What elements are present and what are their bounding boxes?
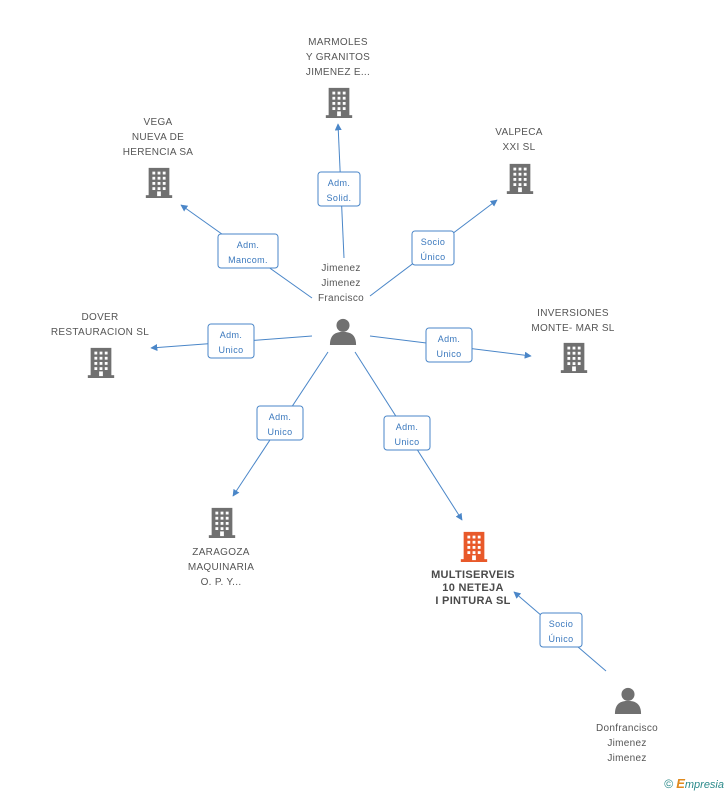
node-marmoles[interactable]: MARMOLES Y GRANITOS JIMENEZ E...	[306, 37, 370, 118]
edge-badge-box	[317, 171, 361, 207]
node-zaragoza[interactable]: ZARAGOZA MAQUINARIA O. P. Y...	[188, 507, 254, 588]
node-inversiones[interactable]: INVERSIONES MONTE- MAR SL	[531, 308, 615, 373]
node-label-line: 10 NETEJA	[442, 582, 503, 594]
node-label-line: DOVER	[81, 312, 118, 323]
building-icon	[145, 167, 173, 198]
building-icon	[506, 163, 534, 194]
footer-brand: © Empresia	[664, 776, 724, 791]
node-label-line: VEGA	[144, 117, 173, 128]
edge-label-line: Unico	[394, 437, 419, 447]
building-icon	[460, 531, 488, 562]
node-label-line: ZARAGOZA	[192, 547, 249, 558]
edge-badge-jimenez-marmoles[interactable]: Adm. Solid.	[317, 171, 361, 207]
edge-badge-jimenez-vega[interactable]: Adm. Mancom.	[217, 233, 279, 269]
brand-initial: E	[676, 776, 685, 791]
edge-label-line: Mancom.	[228, 255, 268, 265]
node-label-line: INVERSIONES	[537, 308, 609, 319]
node-label-line: HERENCIA SA	[123, 147, 194, 158]
node-label-line: MARMOLES	[308, 37, 368, 48]
edge-label-line: Adm.	[438, 334, 461, 344]
node-label-line: Francisco	[318, 293, 364, 304]
person-icon	[614, 687, 642, 714]
edge-label-line: Socio	[549, 619, 574, 629]
edge-label-line: Adm.	[269, 412, 292, 422]
edge-label-line: Único	[420, 252, 445, 262]
edge-badge-jimenez-multiserveis[interactable]: Adm. Unico	[383, 415, 431, 451]
person-icon	[329, 318, 357, 345]
edge-label-line: Adm.	[220, 330, 243, 340]
edge-label-line: Socio	[421, 237, 446, 247]
building-icon	[87, 347, 115, 378]
node-label-line: MONTE- MAR SL	[531, 323, 614, 334]
node-label-line: O. P. Y...	[201, 577, 242, 588]
node-label-line: NUEVA DE	[132, 132, 184, 143]
edge-label-line: Adm.	[237, 240, 260, 250]
edge-label-line: Adm.	[328, 178, 351, 188]
node-label-line: Jimenez	[607, 753, 646, 764]
edge-label-line: Único	[548, 634, 573, 644]
copyright-icon: ©	[664, 777, 674, 791]
node-dover[interactable]: DOVER RESTAURACION SL	[51, 312, 149, 378]
edge-label-line: Unico	[267, 427, 292, 437]
edge-badge-jimenez-zaragoza[interactable]: Adm. Unico	[256, 405, 304, 441]
node-label-line: Jimenez	[321, 278, 360, 289]
edge-badge-box	[256, 405, 304, 441]
node-vega[interactable]: VEGA NUEVA DE HERENCIA SA	[123, 117, 194, 198]
edge-badge-box	[207, 323, 255, 359]
node-label-line: XXI SL	[503, 142, 536, 153]
node-label-line: RESTAURACION SL	[51, 327, 149, 338]
node-label-line: MAQUINARIA	[188, 562, 254, 573]
edge-badge-box	[383, 415, 431, 451]
edge-badge-jimenez-inversiones[interactable]: Adm. Unico	[425, 327, 473, 363]
node-valpeca[interactable]: VALPECA XXI SL	[495, 127, 543, 194]
edge-label-line: Solid.	[327, 193, 352, 203]
node-label-line: Donfrancisco	[596, 723, 658, 734]
node-label-line: Jimenez	[321, 263, 360, 274]
edge-badge-box	[411, 230, 455, 266]
building-icon	[325, 87, 353, 118]
edge-badge-box	[217, 233, 279, 269]
edge-badge-box	[539, 612, 583, 648]
node-label-line: MULTISERVEIS	[431, 569, 515, 581]
brand-name: mpresia	[684, 779, 724, 791]
node-label-line: Jimenez	[607, 738, 646, 749]
edge-label-line: Unico	[218, 345, 243, 355]
edge-label-line: Unico	[436, 349, 461, 359]
node-label-line: JIMENEZ E...	[306, 67, 370, 78]
node-label-line: VALPECA	[495, 127, 543, 138]
node-label-line: Y GRANITOS	[306, 52, 370, 63]
edge-badge-box	[425, 327, 473, 363]
edge-badge-jimenez-dover[interactable]: Adm. Unico	[207, 323, 255, 359]
edge-label-line: Adm.	[396, 422, 419, 432]
building-icon	[208, 507, 236, 538]
building-icon	[560, 342, 588, 373]
node-label-line: I PINTURA SL	[435, 595, 510, 607]
